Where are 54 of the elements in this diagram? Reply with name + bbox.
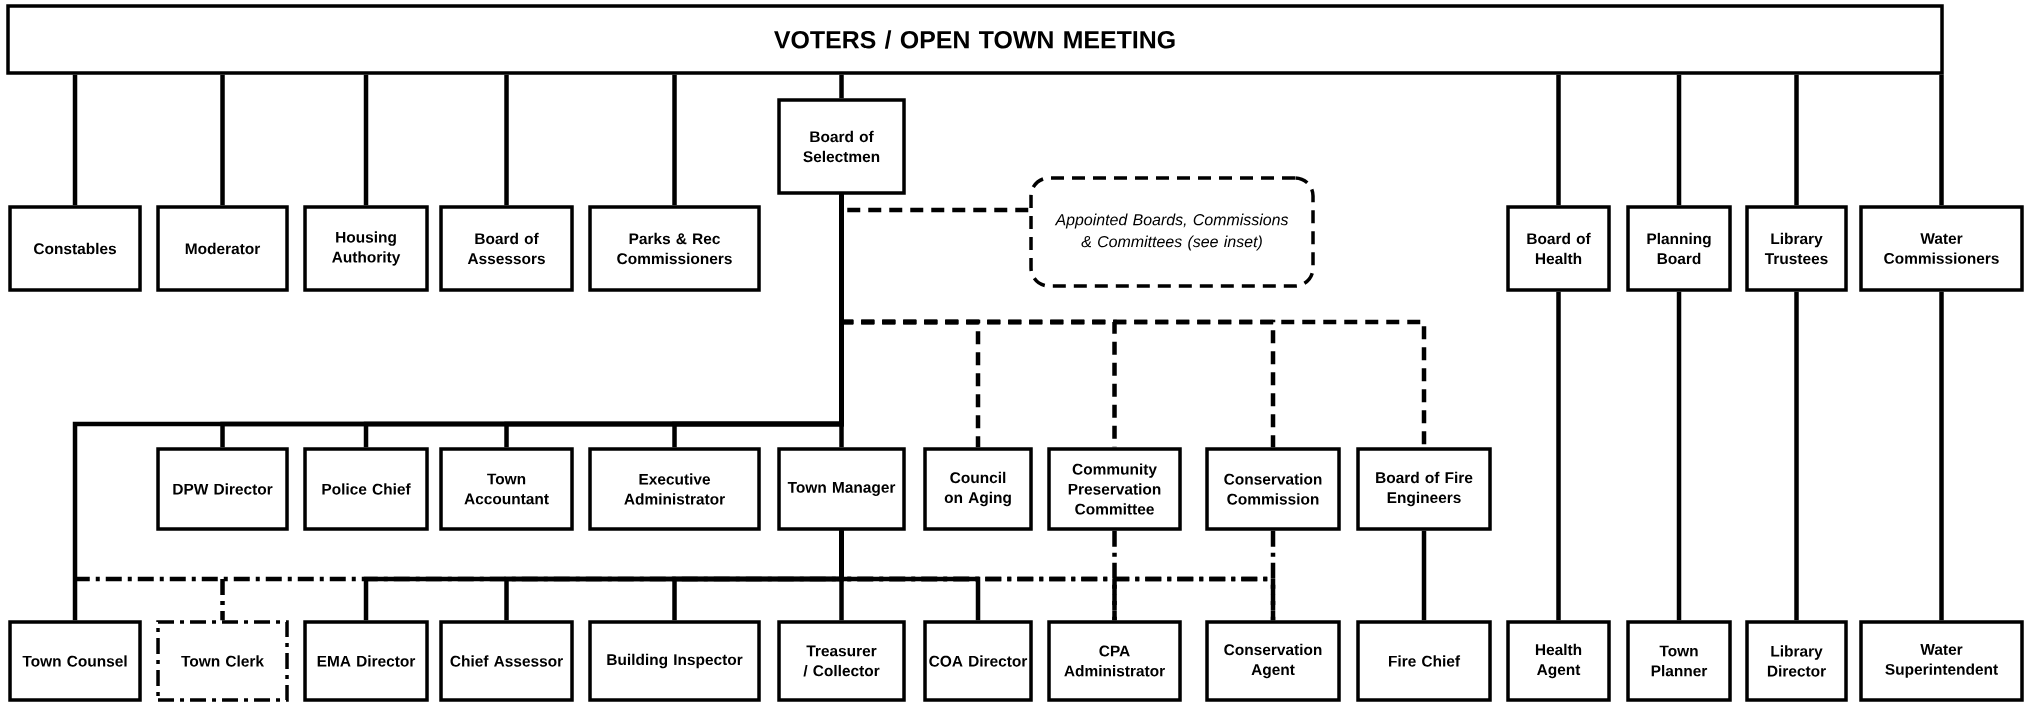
org-box: Conservation Agent [1205,620,1341,702]
connector-line [1421,530,1427,621]
connector-line [1676,74,1682,206]
org-box: Planning Board [1626,205,1732,292]
org-box: Town Counsel [8,620,142,702]
org-box: Fire Chief [1356,620,1492,702]
org-box: Town Manager [777,447,906,531]
connector-line [1939,74,1944,206]
org-box: Water Commissioners [1859,205,2024,292]
org-box: Library Director [1745,620,1848,702]
org-box: Housing Authority [303,205,429,292]
title-bar: VOTERS / OPEN TOWN MEETING [6,4,1944,75]
connector-line [72,74,78,206]
org-box: Parks & Rec Commissioners [588,205,761,292]
connector-line [1112,530,1117,621]
org-box: COA Director [923,620,1033,702]
connector-line [839,74,844,99]
org-box: Building Inspector [588,620,761,702]
org-box: Board of Selectmen [777,98,906,195]
connector-line [1556,291,1561,621]
rounded-box: Appointed Boards, Commissions & Committees (see inset) [1029,176,1315,288]
connector-line [1676,291,1682,621]
org-box: Water Superintendent [1859,620,2024,702]
org-box: Council on Aging [923,447,1033,531]
org-box: Constables [8,205,142,292]
org-box: Board of Health [1506,205,1611,292]
org-box: EMA Director [303,620,429,702]
org-box: Conservation Commission [1205,447,1341,531]
org-box: Library Trustees [1745,205,1848,292]
connector-line [839,194,844,448]
connector-line [1270,530,1276,621]
connector-line [1794,74,1799,206]
org-box: Health Agent [1506,620,1611,702]
connector-line [504,74,509,206]
org-box: Board of Assessors [439,205,574,292]
org-box: DPW Director [156,447,289,531]
org-box: Board of Fire Engineers [1356,447,1492,531]
connector-line [220,74,225,206]
org-box: Chief Assessor [439,620,574,702]
org-box: Executive Administrator [588,447,761,531]
org-box: Town Clerk [156,620,289,702]
connector-line [363,74,369,206]
connector-line [1794,291,1799,621]
org-box: Community Preservation Committee [1047,447,1182,531]
connector-line [1556,74,1561,206]
org-box: Police Chief [303,447,429,531]
connector-line [839,530,981,621]
org-box: Town Planner [1626,620,1732,702]
org-box: Moderator [156,205,289,292]
org-box: CPA Administrator [1047,620,1182,702]
connector-line [1939,291,1944,621]
connector-line [672,74,677,206]
org-box: Treasurer / Collector [777,620,906,702]
org-box: Town Accountant [439,447,574,531]
